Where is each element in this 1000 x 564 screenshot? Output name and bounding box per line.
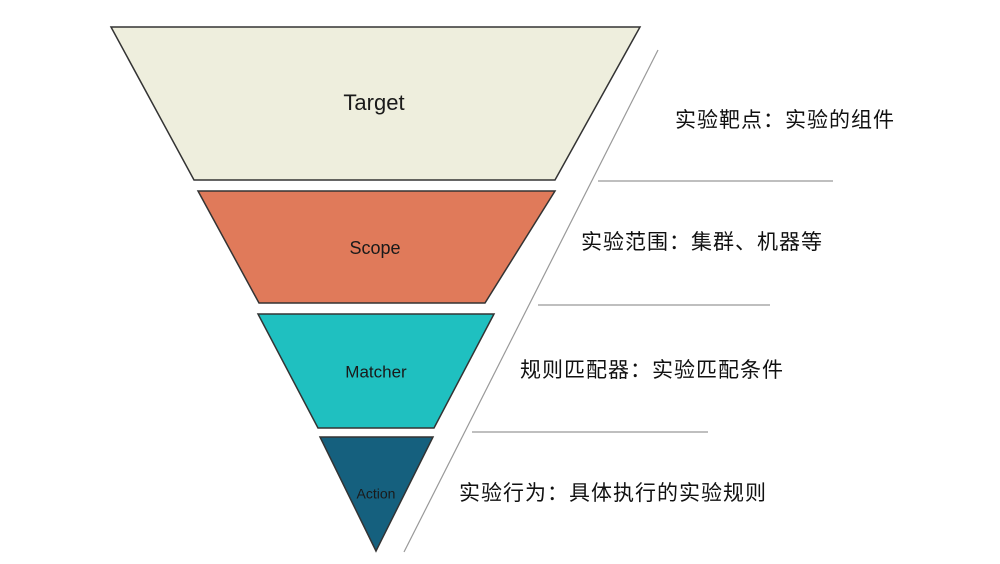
funnel-layer-action-label: Action: [357, 486, 396, 502]
funnel-layer-target-label: Target: [343, 90, 404, 115]
funnel-layer-action: Action: [318, 436, 435, 553]
funnel-layer-scope-shape: [196, 190, 557, 304]
funnel-layer-matcher-shape: [256, 313, 496, 429]
funnel-layer-target-shape: [109, 26, 642, 181]
funnel-layer-matcher-label: Matcher: [345, 362, 407, 381]
funnel-layer-scope: Scope: [196, 190, 557, 304]
funnel-layer-target: Target: [109, 26, 642, 181]
description-target: 实验靶点：实验的组件: [675, 108, 895, 132]
funnel-layer-action-shape: [318, 436, 435, 553]
description-scope: 实验范围：集群、机器等: [581, 230, 823, 254]
funnel-layer-scope-label: Scope: [349, 238, 400, 258]
funnel-layer-matcher: Matcher: [256, 313, 496, 429]
description-matcher: 规则匹配器：实验匹配条件: [520, 358, 784, 382]
description-action: 实验行为：具体执行的实验规则: [459, 481, 767, 505]
diagonal-guide-line: [403, 49, 659, 553]
